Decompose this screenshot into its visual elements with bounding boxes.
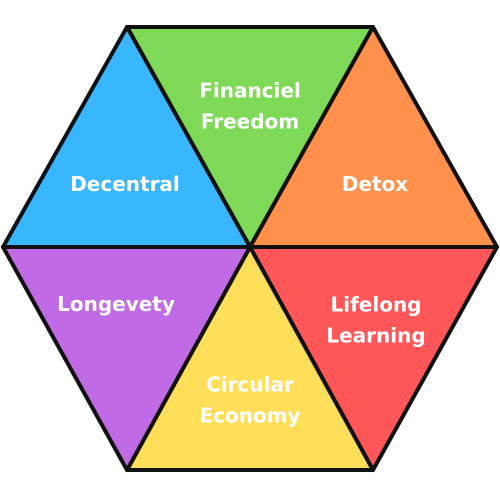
segment-label-line: Economy (199, 404, 300, 428)
segment-label-line: Financiel (199, 79, 301, 103)
segment-label-line: Lifelong (330, 293, 421, 317)
segment-label-line: Learning (326, 324, 425, 348)
segment-label-line: Circular (206, 373, 294, 397)
segment-label-line: Longevety (57, 292, 175, 316)
segment-label-line: Detox (342, 172, 408, 196)
segment-label-longevety: Longevety (57, 292, 175, 316)
segment-label-decentral: Decentral (70, 172, 180, 196)
segment-label-line: Freedom (201, 110, 299, 134)
segment-label-line: Decentral (70, 172, 180, 196)
segment-decentral (1, 25, 252, 249)
segment-layer (1, 25, 499, 472)
segment-label-detox: Detox (342, 172, 408, 196)
